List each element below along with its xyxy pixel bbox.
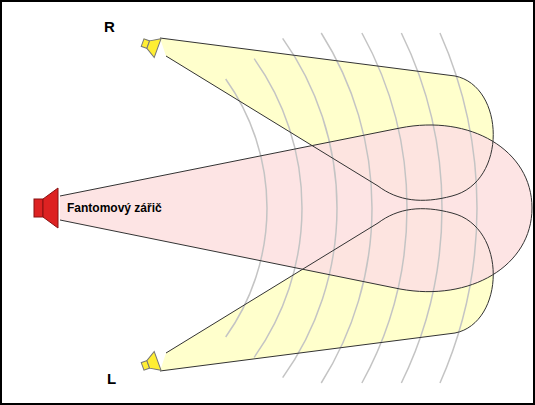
speaker-label: R: [104, 18, 115, 36]
left-beam-outline: [160, 209, 493, 371]
wavefront-arc: [401, 33, 442, 383]
speaker-right: [139, 33, 161, 57]
speaker-label: L: [107, 370, 116, 388]
wavefronts: [226, 33, 477, 383]
right-beam-outline: [160, 38, 493, 200]
wavefront-arc: [254, 59, 302, 358]
wavefront-arc: [362, 33, 407, 383]
phantom-source-label: Fantomový zářič: [67, 201, 162, 216]
wavefront-arc: [226, 79, 267, 337]
wavefront-arc: [283, 38, 337, 377]
beam-fills: [60, 38, 532, 371]
phantom-beam-outline: [60, 125, 532, 292]
beam-outlines: [60, 38, 532, 371]
wavefront-arc: [321, 33, 372, 383]
phantom-speaker: [34, 188, 58, 228]
speaker-left: [139, 352, 161, 376]
wavefront-arc: [440, 33, 477, 383]
